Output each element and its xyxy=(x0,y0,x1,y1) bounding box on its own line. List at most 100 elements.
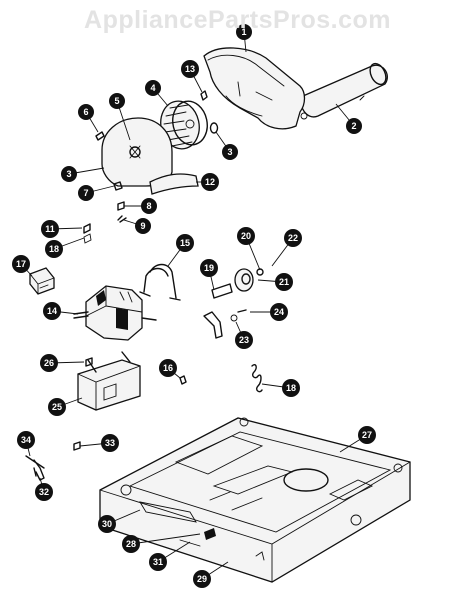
callout-bubble xyxy=(284,229,302,247)
callout-number: 18 xyxy=(49,244,59,254)
callout-number: 17 xyxy=(16,259,26,269)
part-15-motor-clamp xyxy=(139,263,181,301)
callout-bubble xyxy=(78,104,94,120)
callout-number: 4 xyxy=(150,83,155,93)
callout-21: 21 xyxy=(257,273,293,291)
callout-number: 5 xyxy=(114,96,119,106)
callout-24: 24 xyxy=(250,303,288,321)
callout-bubble xyxy=(48,398,66,416)
callout-bubble xyxy=(43,302,61,320)
callout-29: 29 xyxy=(193,561,229,588)
callout-number: 30 xyxy=(102,519,112,529)
callout-1: 1 xyxy=(236,24,252,53)
callout-8: 8 xyxy=(124,198,157,214)
callout-11: 11 xyxy=(41,220,83,238)
callout-bubble xyxy=(35,483,53,501)
callout-bubble xyxy=(200,259,218,277)
part-12-seal xyxy=(149,173,199,195)
callout-22: 22 xyxy=(271,229,302,267)
callout-bubble xyxy=(141,198,157,214)
callout-number: 20 xyxy=(241,231,251,241)
callout-26: 26 xyxy=(40,354,85,372)
callout-14: 14 xyxy=(43,302,79,320)
part-2-exhaust-duct xyxy=(300,62,388,118)
callout-2: 2 xyxy=(335,103,362,134)
callout-bubble xyxy=(98,515,116,533)
callout-bubble xyxy=(275,273,293,291)
callout-33: 33 xyxy=(79,434,119,452)
callout-bubble xyxy=(282,379,300,397)
callout-6: 6 xyxy=(78,104,99,133)
callout-number: 32 xyxy=(39,487,49,497)
part-19-21-idler-assembly xyxy=(203,268,264,339)
callout-number: 8 xyxy=(146,201,151,211)
callout-bubble xyxy=(176,234,194,252)
callout-bubble xyxy=(201,173,219,191)
callout-19: 19 xyxy=(200,259,218,291)
callout-number: 2 xyxy=(351,121,356,131)
callout-bubble xyxy=(78,185,94,201)
callout-number: 3 xyxy=(227,147,232,157)
callout-number: 28 xyxy=(126,539,136,549)
callout-bubble xyxy=(109,93,125,109)
callout-number: 9 xyxy=(140,221,145,231)
part-27-base xyxy=(99,417,411,583)
callout-27: 27 xyxy=(339,426,376,453)
callout-number: 26 xyxy=(44,358,54,368)
part-16-screw xyxy=(179,375,187,385)
callout-number: 25 xyxy=(52,402,62,412)
callout-bubble xyxy=(135,218,151,234)
callout-bubble xyxy=(17,431,35,449)
callout-3: 3 xyxy=(61,166,105,182)
callout-bubble xyxy=(270,303,288,321)
callout-layer: 1233456789111213141516171818192021222324… xyxy=(12,24,376,588)
callout-number: 12 xyxy=(205,177,215,187)
callout-leader-line xyxy=(130,533,201,545)
callout-number: 22 xyxy=(288,233,298,243)
watermark: AppliancePartsPros.com xyxy=(84,6,391,34)
callout-number: 15 xyxy=(180,238,190,248)
callout-bubble xyxy=(159,359,177,377)
part-17-switch xyxy=(29,267,55,295)
callout-bubble xyxy=(193,570,211,588)
callout-number: 34 xyxy=(21,435,31,445)
callout-number: 16 xyxy=(163,363,173,373)
callout-number: 29 xyxy=(197,574,207,584)
callout-number: 18 xyxy=(286,383,296,393)
plate-hardware xyxy=(83,90,208,244)
part-26-screw xyxy=(85,357,93,367)
callout-18: 18 xyxy=(261,379,300,397)
callout-number: 13 xyxy=(185,64,195,74)
part-3-washer-upper xyxy=(209,122,219,134)
part-32-34-hardware xyxy=(25,441,81,481)
callout-number: 1 xyxy=(241,27,246,37)
callout-32: 32 xyxy=(35,477,53,501)
callout-17: 17 xyxy=(12,255,33,277)
callout-bubble xyxy=(122,535,140,553)
callout-16: 16 xyxy=(159,359,181,379)
callout-bubble xyxy=(149,553,167,571)
callout-number: 6 xyxy=(83,107,88,117)
callout-23: 23 xyxy=(235,321,253,349)
callout-bubble xyxy=(101,434,119,452)
callout-number: 23 xyxy=(239,335,249,345)
callout-4: 4 xyxy=(145,80,169,107)
callout-bubble xyxy=(346,118,362,134)
callout-bubble xyxy=(236,24,252,40)
callout-bubble xyxy=(40,354,58,372)
callout-12: 12 xyxy=(196,173,219,191)
callout-number: 33 xyxy=(105,438,115,448)
callout-30: 30 xyxy=(98,509,141,533)
callout-20: 20 xyxy=(237,227,261,271)
callout-number: 19 xyxy=(204,263,214,273)
callout-bubble xyxy=(61,166,77,182)
callout-number: 31 xyxy=(153,557,163,567)
part-25-motor-mount xyxy=(77,351,141,411)
part-18-spring xyxy=(251,364,263,393)
callout-13: 13 xyxy=(181,60,203,93)
callout-number: 11 xyxy=(45,224,55,234)
callout-7: 7 xyxy=(78,185,115,201)
callout-31: 31 xyxy=(149,541,191,571)
